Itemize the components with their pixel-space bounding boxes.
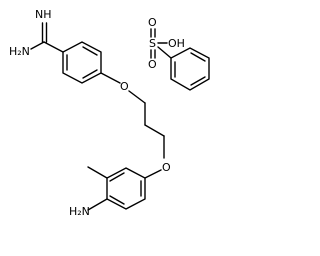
ring-to-ether-bond-top — [100, 72, 121, 84]
chemical-structure-diagram: NH H₂N O O H₂N O S O OH — [9, 8, 210, 218]
benzene-ring-sulfonic — [170, 47, 210, 91]
aniline-ring — [106, 167, 146, 210]
sulfonic-oh-label: OH — [168, 37, 185, 50]
sulfonyl-bonds — [150, 28, 172, 59]
amine-bond — [87, 198, 108, 211]
amidine-nh2-label: H₂N — [9, 45, 30, 58]
butylene-linker — [128, 90, 165, 159]
sulfonyl-oxygen-top: O — [148, 16, 157, 29]
methyl-bond — [87, 166, 108, 179]
sulfur-label: S — [149, 37, 156, 50]
imine-label: NH — [35, 8, 52, 21]
ether-oxygen-top: O — [120, 80, 129, 93]
benzamidine-ring — [62, 41, 102, 84]
ether-oxygen-bottom: O — [162, 161, 171, 174]
sulfonyl-oxygen-bottom: O — [148, 58, 157, 71]
amidine-group — [30, 22, 64, 53]
aniline-nh2-label: H₂N — [69, 205, 90, 218]
ether-to-ring-bond-bottom — [144, 169, 162, 179]
